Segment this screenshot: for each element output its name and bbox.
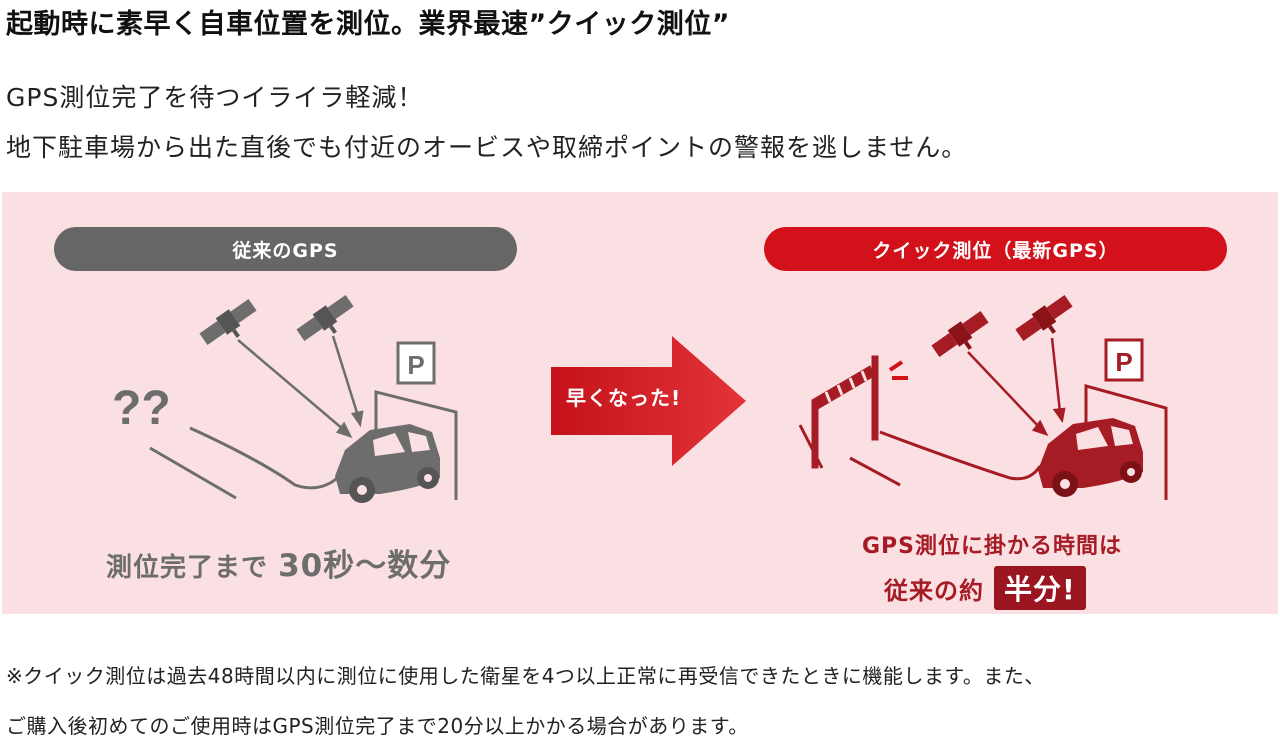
- new-satellite-1-icon: [931, 311, 989, 357]
- new-caption-prefix: 従来の約: [884, 576, 984, 605]
- old-car-icon: [335, 424, 440, 503]
- new-road-lines: [849, 430, 1042, 487]
- old-caption-prefix: 測位完了まで: [106, 553, 269, 583]
- parking-gate-icon: [798, 355, 879, 469]
- new-parking-sign-text: P: [1115, 347, 1132, 377]
- new-car-icon: [1038, 418, 1143, 497]
- lead-line-1: GPS測位完了を待つイライラ軽減！: [6, 83, 424, 112]
- gate-signal-marks: [888, 360, 908, 380]
- old-signal-lines: [237, 335, 364, 439]
- old-satellite-1-icon: [199, 299, 257, 345]
- new-signal-lines: [967, 337, 1066, 437]
- question-marks: ??: [112, 382, 171, 435]
- old-gps-caption: 測位完了まで 30秒～数分: [106, 540, 451, 585]
- footnote-line-1: ※クイック測位は過去48時間以内に測位に使用した衛星を4つ以上正常に再受信できた…: [6, 664, 1045, 688]
- old-gps-label: 従来のGPS: [54, 227, 517, 271]
- quick-positioning-label: クイック測位（最新GPS）: [764, 227, 1227, 271]
- old-caption-value: 30秒～数分: [278, 548, 452, 584]
- new-satellite-2-icon: [1015, 295, 1073, 341]
- arrow-faster-label: 早くなった!: [566, 386, 682, 410]
- old-road-lines: [149, 426, 347, 500]
- new-parking-sign: P: [1104, 338, 1144, 382]
- old-garage-frame: [374, 390, 458, 500]
- lead-line-2: 地下駐車場から出た直後でも付近のオービスや取締ポイントの警報を逃しません。: [6, 133, 968, 162]
- new-garage-frame: [1084, 384, 1168, 500]
- new-caption-line-1: GPS測位に掛かる時間は: [862, 534, 1123, 559]
- old-parking-sign-text: P: [407, 350, 424, 380]
- footnote-line-2: ご購入後初めてのご使用時はGPS測位完了まで20分以上かかる場合があります。: [6, 714, 749, 738]
- faster-arrow-icon: [551, 336, 746, 466]
- old-satellite-2-icon: [296, 295, 354, 341]
- old-parking-sign: P: [396, 341, 436, 385]
- page-headline: 起動時に素早く自車位置を測位。業界最速”クイック測位”: [6, 9, 730, 40]
- half-time-badge: 半分!: [994, 566, 1086, 610]
- new-caption-line-2: 従来の約 半分!: [884, 566, 1086, 610]
